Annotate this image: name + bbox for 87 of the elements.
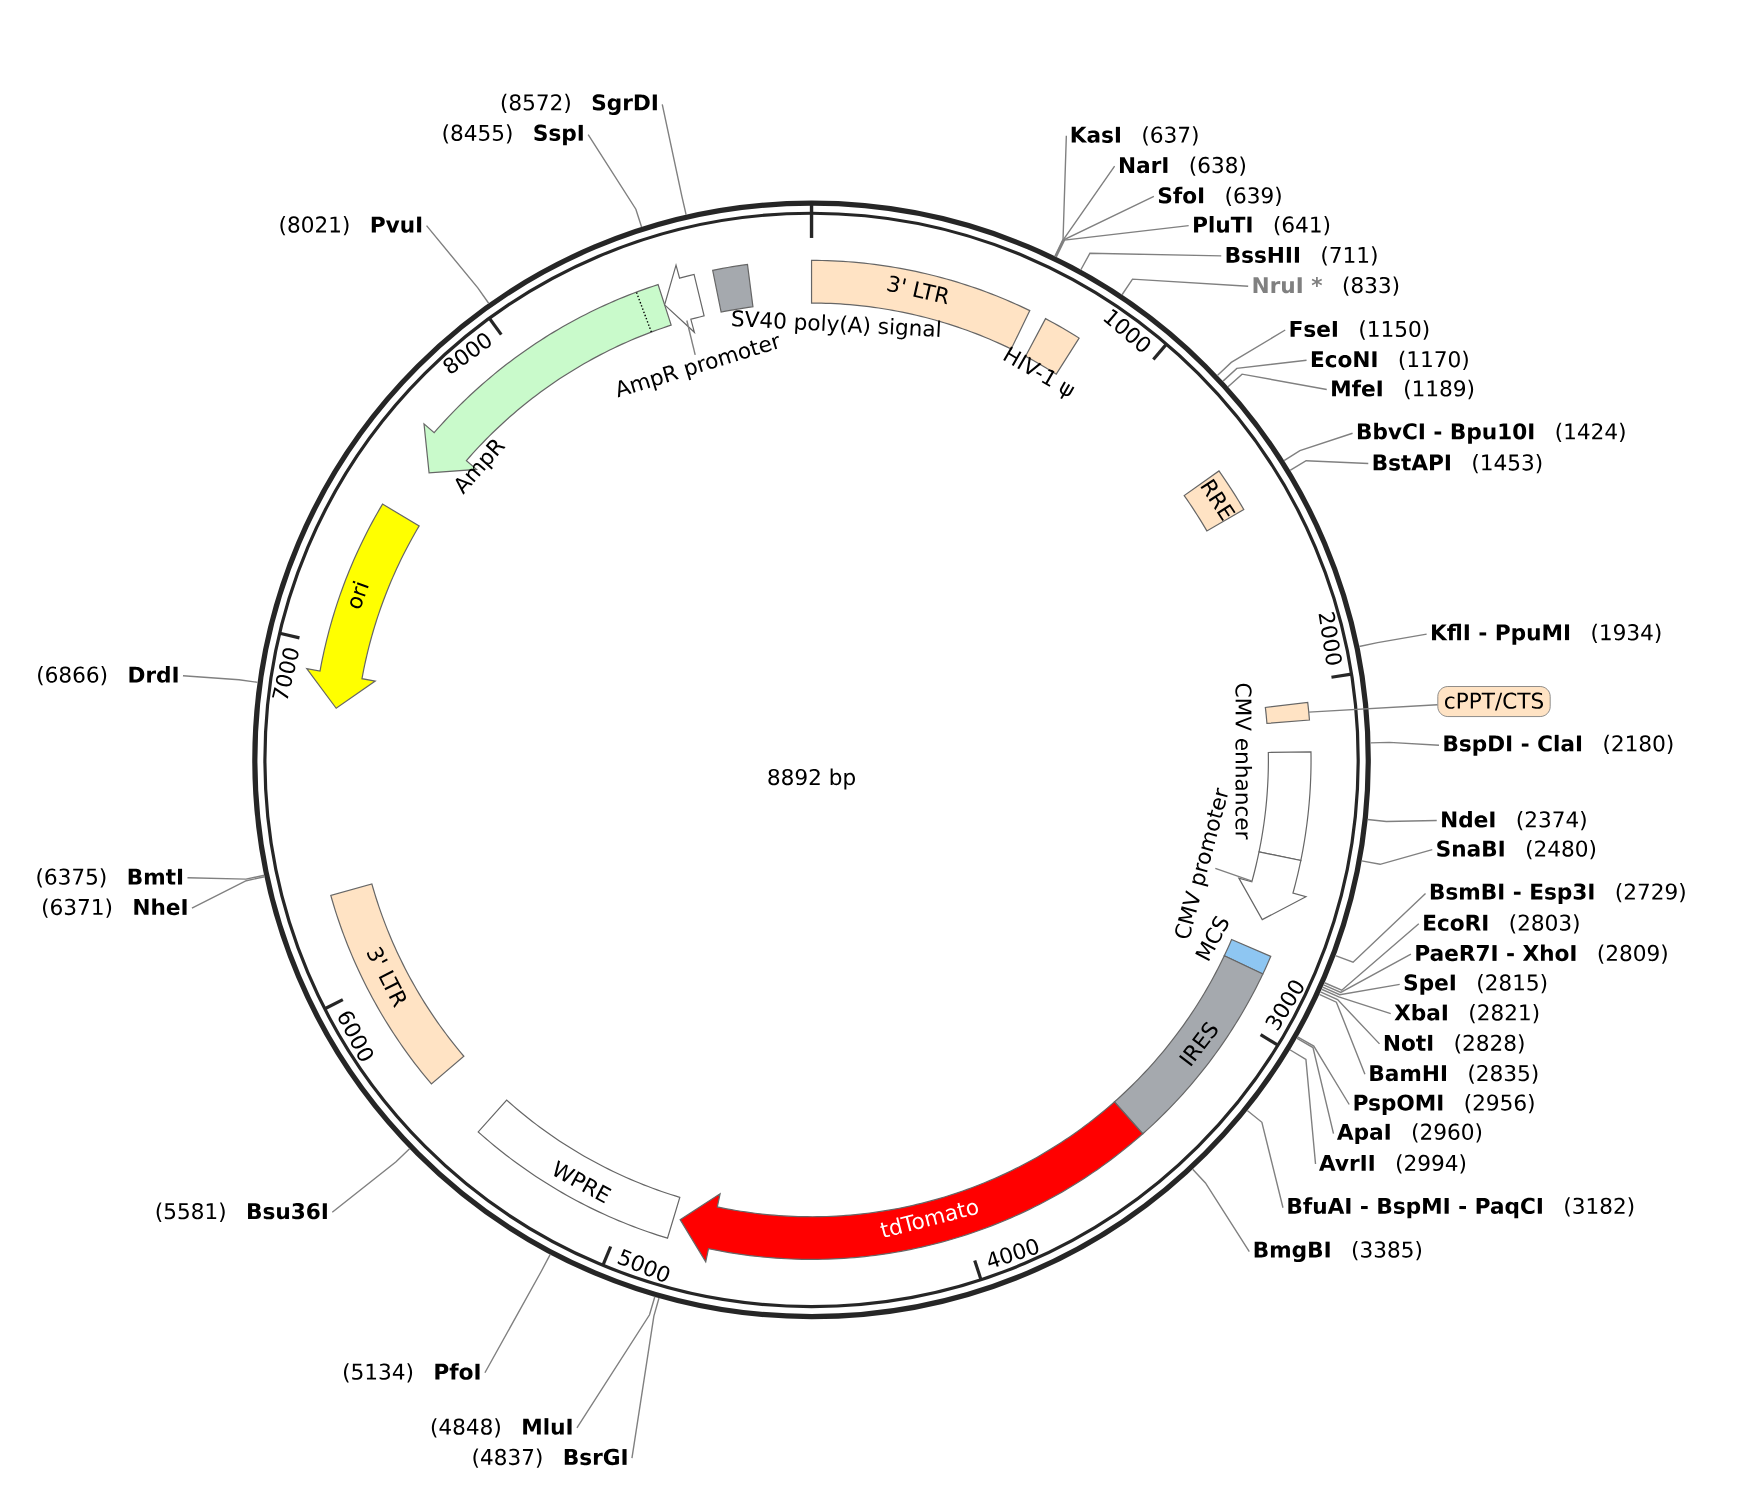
- leader-line: [1054, 165, 1116, 258]
- leader-line: [1369, 741, 1440, 747]
- site-label: BmgBI (3385): [1254, 1241, 1422, 1263]
- leader-line: [1296, 1037, 1335, 1135]
- leader-line: [1191, 1168, 1250, 1253]
- leader-line: [182, 675, 259, 684]
- leader-line: [1318, 993, 1366, 1075]
- site-label: (6866) DrdI: [38, 666, 178, 686]
- leader-line: [1246, 1109, 1284, 1209]
- tick-label: 4000: [988, 1238, 1039, 1267]
- leader-line: [1080, 252, 1222, 271]
- leader-line: [1055, 224, 1190, 258]
- leader-line: [1322, 953, 1412, 994]
- tick-label: 5000: [617, 1248, 670, 1282]
- site-label: (4837) BsrGI: [473, 1448, 627, 1468]
- site-label: BfuAI - BspMI - PaqCI (3182): [1288, 1197, 1634, 1219]
- leader-line: [1227, 373, 1328, 391]
- leader-line: [331, 1148, 411, 1213]
- leader-line: [1216, 329, 1286, 377]
- leader-line: [1321, 983, 1401, 996]
- leader-line: [191, 876, 266, 909]
- site-label: NarI (638): [1120, 156, 1245, 176]
- site-label: EcoRI (2803): [1424, 914, 1579, 934]
- leader-line: [1121, 278, 1249, 296]
- leader-line: [1222, 359, 1308, 382]
- site-label: BssHII (711): [1226, 246, 1377, 266]
- site-label: SfoI (639): [1158, 186, 1281, 207]
- site-label: BsmBI - Esp3I (2729): [1430, 883, 1685, 904]
- site-label: XbaI (2821): [1394, 1003, 1539, 1024]
- site-label: (8021) PvuI: [280, 216, 422, 236]
- site-label: (8455) SspI: [443, 124, 583, 146]
- leader-line: [425, 224, 490, 304]
- site-label: AvrII (2994): [1319, 1154, 1466, 1174]
- leader-line: [1054, 195, 1155, 258]
- site-label: NdeI (2374): [1442, 810, 1586, 831]
- site-label: (6375) BmtI: [37, 868, 183, 888]
- leader-line: [1289, 1049, 1317, 1165]
- site-label: BspDI - ClaI (2180): [1444, 734, 1673, 756]
- site-label: ApaI (2960): [1337, 1123, 1482, 1145]
- leader-line: [1360, 849, 1433, 866]
- feature-label: CMV enhancer: [1235, 683, 1253, 840]
- feature-segment: [1237, 851, 1308, 921]
- leader-line: [1319, 991, 1381, 1045]
- leader-line: [661, 103, 687, 216]
- site-label: (8572) SgrDI: [501, 93, 657, 115]
- feature-tag: cPPT/CTS: [1437, 686, 1551, 717]
- site-label: FseI (1150): [1290, 320, 1429, 340]
- leader-line: [1296, 1036, 1350, 1106]
- leader-line: [1289, 460, 1369, 472]
- feature-box: [1264, 701, 1311, 725]
- leader-line: [1366, 818, 1438, 823]
- leader-line: [1214, 867, 1253, 882]
- leader-line: [631, 1297, 660, 1459]
- site-label: NotI (2828): [1384, 1034, 1524, 1054]
- leader-line: [484, 1253, 551, 1374]
- site-label: PluTI (641): [1194, 216, 1330, 236]
- tick-label: 7000: [272, 648, 299, 699]
- tick-label: 2000: [1318, 612, 1342, 665]
- tick-label: 6000: [338, 1011, 373, 1061]
- leader-line: [1358, 633, 1428, 648]
- leader-line: [587, 134, 643, 228]
- leader-line: [1320, 988, 1392, 1015]
- site-label: NruI * (833): [1253, 276, 1399, 296]
- leader-line: [686, 319, 696, 356]
- site-label: MfeI (1189): [1332, 379, 1474, 400]
- site-label: (4848) MluI: [431, 1418, 572, 1438]
- site-label: PspOMI (2956): [1354, 1094, 1534, 1115]
- site-label: (5134) PfoI: [344, 1363, 480, 1383]
- leader-line: [186, 874, 265, 880]
- size-label: 8892 bp: [768, 768, 855, 790]
- leader-line: [1283, 432, 1354, 462]
- site-label: EcoNI (1170): [1311, 350, 1468, 370]
- site-label: KasI (637): [1071, 126, 1198, 146]
- site-label: SnaBI (2480): [1437, 840, 1596, 860]
- leader-line: [1334, 892, 1427, 964]
- site-label: BamHI (2835): [1370, 1064, 1538, 1084]
- site-label: SpeI (2815): [1404, 973, 1547, 995]
- leader-line: [1308, 704, 1439, 713]
- site-label: (6371) NheI: [43, 898, 187, 918]
- site-label: (5581) Bsu36I: [156, 1202, 327, 1222]
- site-label: BstAPI (1453): [1373, 453, 1542, 474]
- site-label: BbvCI - Bpu10I (1424): [1357, 422, 1625, 444]
- site-label: PaeR7I - XhoI (2809): [1416, 944, 1667, 964]
- site-label: KflI - PpuMI (1934): [1432, 623, 1661, 645]
- leader-line: [1323, 923, 1420, 992]
- leader-line: [576, 1296, 656, 1429]
- leader-line: [1054, 135, 1068, 258]
